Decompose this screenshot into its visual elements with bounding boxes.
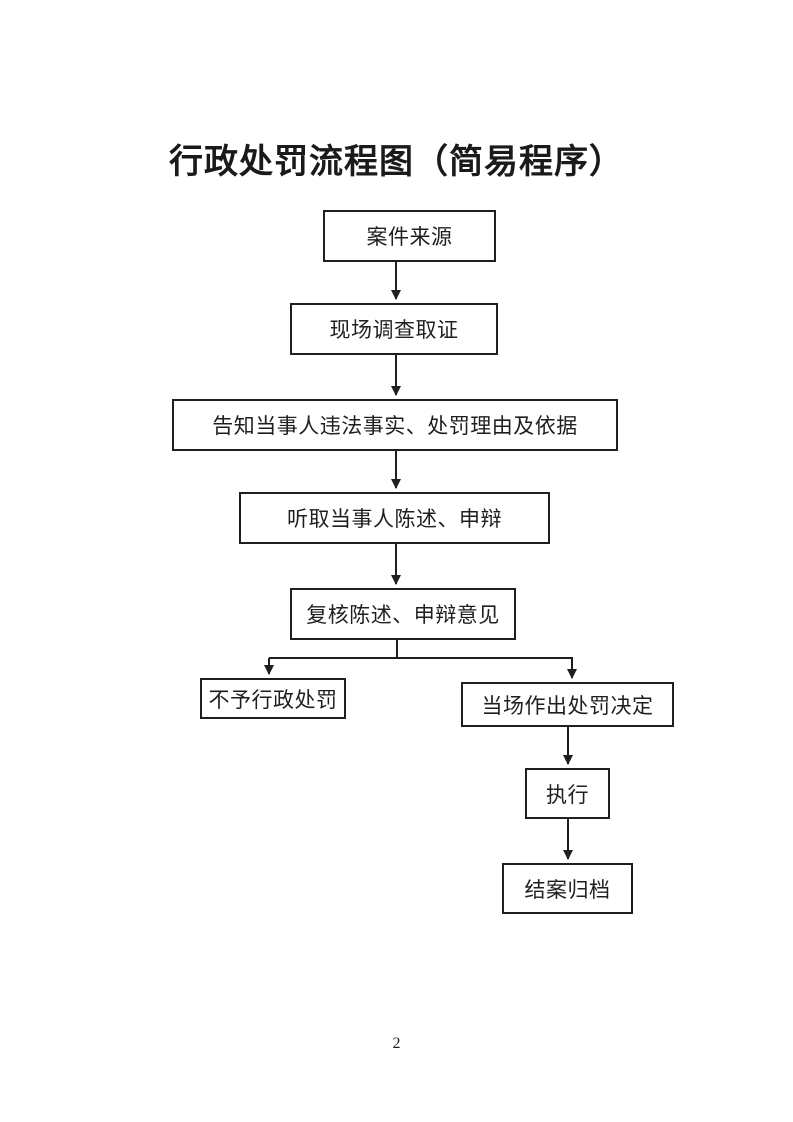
flow-node-review-opinions: 复核陈述、申辩意见 (290, 588, 516, 640)
flow-node-listen-statement: 听取当事人陈述、申辩 (239, 492, 550, 544)
flow-node-label: 告知当事人违法事实、处罚理由及依据 (212, 414, 578, 438)
flow-node-investigation: 现场调查取证 (290, 303, 498, 355)
page-number: 2 (392, 1035, 401, 1052)
flow-node-label: 现场调查取证 (329, 318, 459, 342)
flow-node-label: 案件来源 (366, 225, 453, 249)
page-title: 行政处罚流程图（简易程序） (169, 143, 624, 181)
flow-node-case-source: 案件来源 (323, 210, 496, 262)
flow-node-label: 复核陈述、申辩意见 (306, 603, 500, 627)
flow-node-no-penalty: 不予行政处罚 (200, 678, 346, 719)
flow-node-on-spot-decision: 当场作出处罚决定 (461, 682, 674, 727)
flow-node-label: 听取当事人陈述、申辩 (287, 507, 502, 531)
flow-node-label: 执行 (546, 782, 589, 807)
flow-node-close-and-archive: 结案归档 (502, 863, 633, 914)
flow-node-label: 不予行政处罚 (208, 687, 338, 712)
flow-node-label: 当场作出处罚决定 (481, 693, 654, 718)
flow-node-execute: 执行 (525, 768, 610, 819)
branch-connector (269, 640, 573, 659)
flow-node-label: 结案归档 (524, 877, 611, 902)
flow-node-notify-party: 告知当事人违法事实、处罚理由及依据 (172, 399, 618, 451)
